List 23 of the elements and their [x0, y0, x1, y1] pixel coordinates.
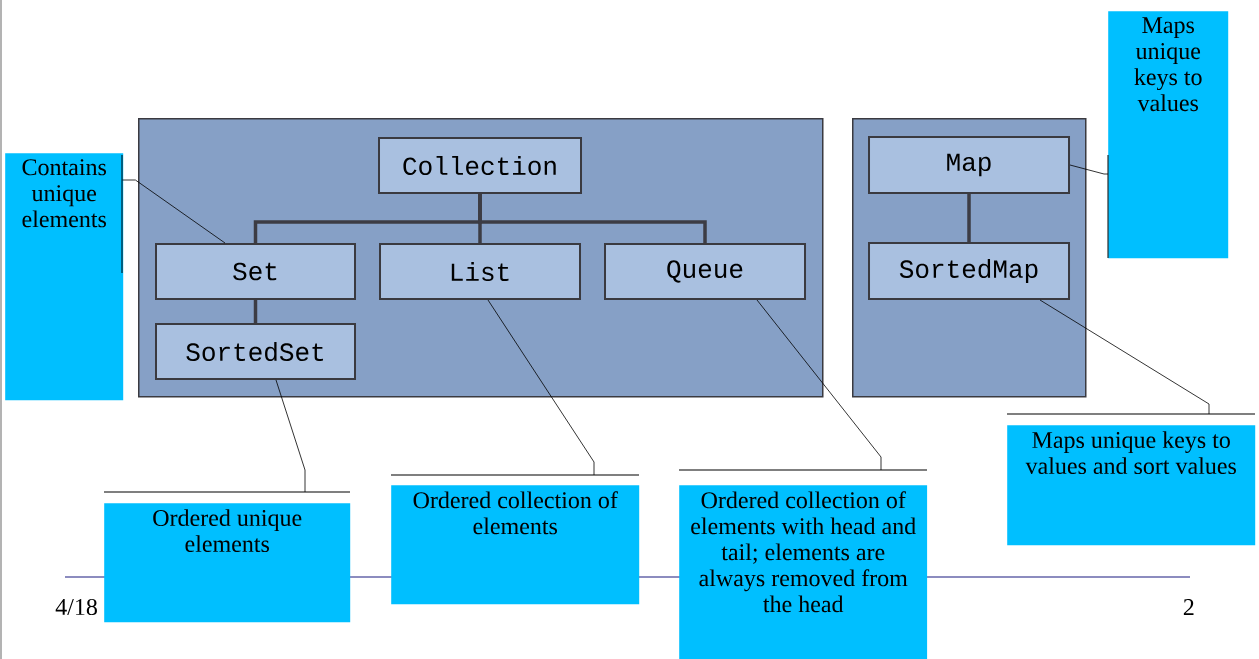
callout-box: Maps unique keys to values	[1108, 11, 1229, 259]
interface-box: Queue	[604, 243, 806, 300]
leader-line	[756, 299, 882, 471]
page-number: 2	[1183, 599, 1194, 615]
interface-box: SortedSet	[155, 323, 356, 380]
interface-box: Set	[155, 243, 356, 300]
connector-line	[478, 194, 707, 243]
leader-line	[122, 179, 226, 244]
connector-line	[967, 194, 971, 242]
callout-box: Contains unique elements	[5, 153, 124, 401]
interface-box: List	[379, 243, 581, 300]
callout-box: Maps unique keys to values and sort values	[1007, 425, 1256, 546]
callout-box: Ordered collection of elements with head and tail; elements are always removed from the head	[679, 485, 928, 659]
leader-line	[1069, 164, 1109, 175]
interface-box: Collection	[378, 137, 582, 194]
connector-line	[253, 300, 258, 323]
interface-box: Map	[868, 136, 1070, 194]
callout-box: Ordered collection of elements	[391, 485, 640, 605]
leader-line	[1039, 299, 1210, 415]
interface-box: SortedMap	[868, 242, 1070, 300]
leader-line	[275, 379, 306, 493]
leader-line	[487, 299, 595, 476]
callout-box: Ordered unique elements	[104, 503, 351, 623]
